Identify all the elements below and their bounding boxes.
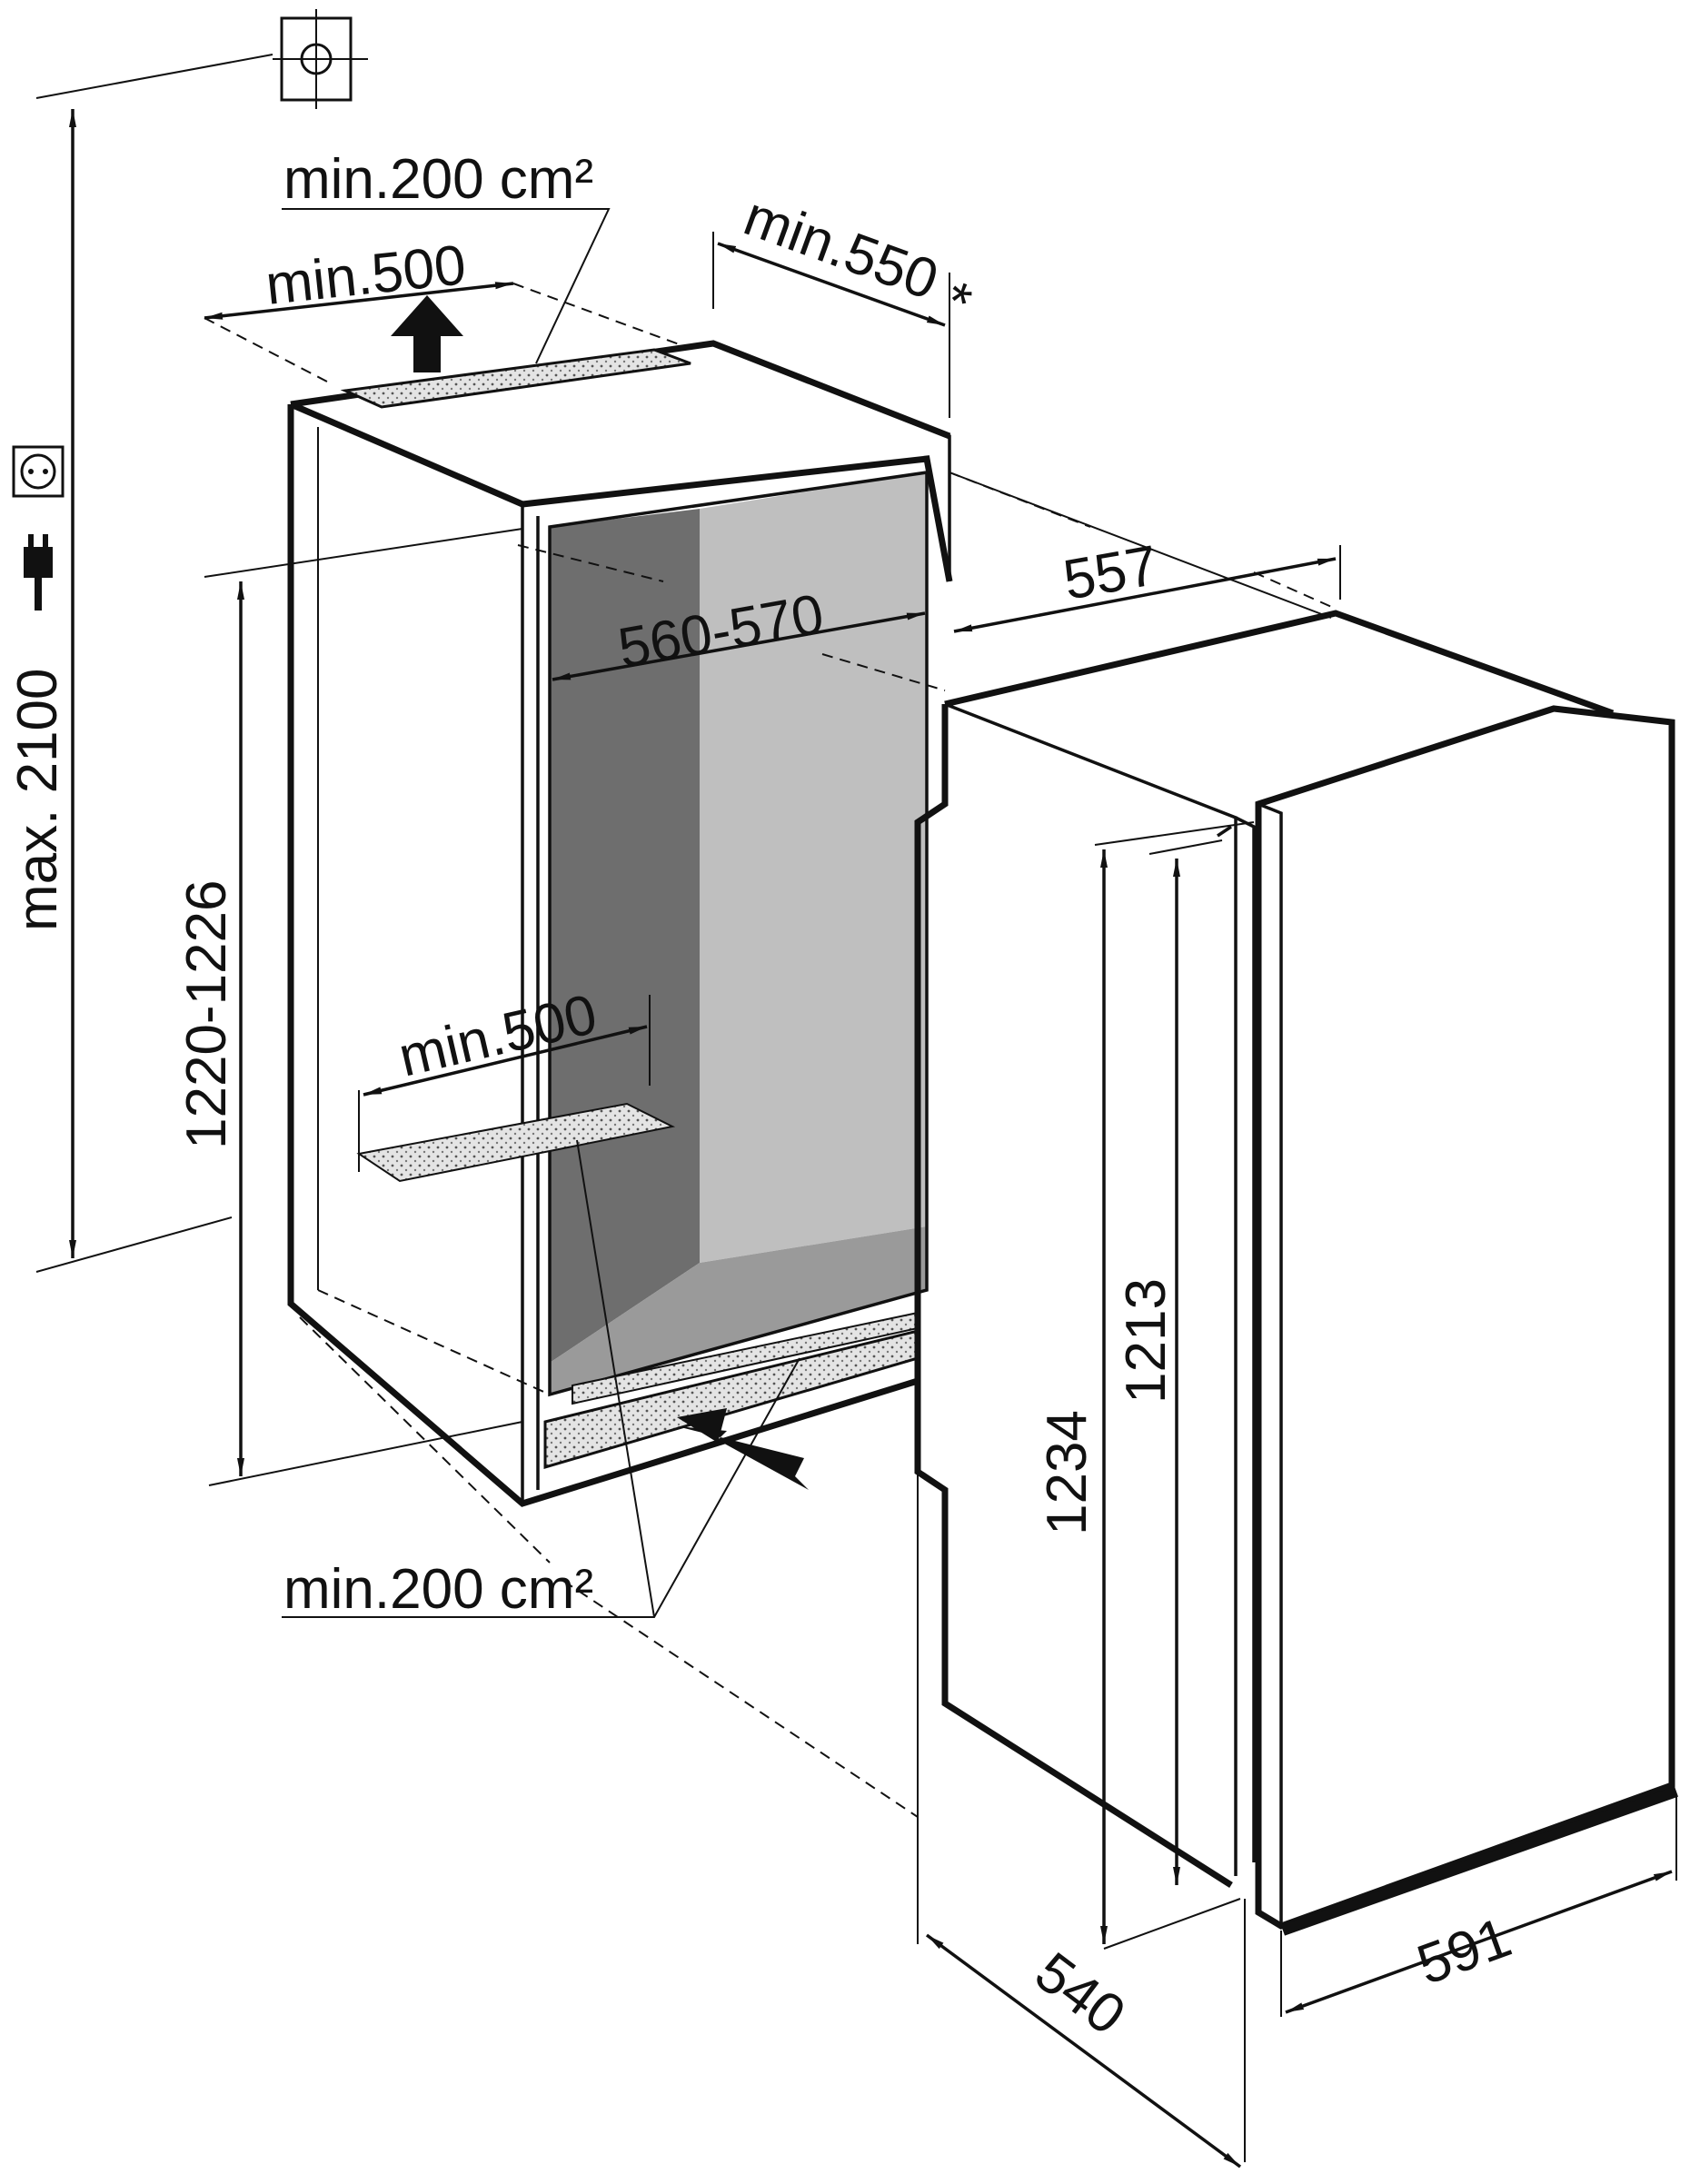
airflow-in-arrow-icon bbox=[677, 1408, 809, 1490]
appliance-body-height-label: 1213 bbox=[1115, 1278, 1178, 1404]
niche-height-label: 1220-1226 bbox=[175, 880, 238, 1150]
appliance-depth-label: 540 bbox=[1024, 1941, 1137, 2047]
max-height-label: max. 2100 bbox=[6, 668, 69, 931]
niche-depth-note: * bbox=[938, 270, 979, 336]
water-connection-icon bbox=[273, 9, 368, 109]
niche-depth-label: min.550 bbox=[736, 184, 946, 312]
niche-side-wall bbox=[550, 509, 700, 1363]
door-width-label: 591 bbox=[1409, 1906, 1519, 1997]
floor-vent-grille bbox=[356, 1102, 676, 1183]
appliance-width-label: 557 bbox=[1059, 534, 1162, 612]
top-clearance-label: min.500 bbox=[263, 233, 469, 317]
dimension-lines bbox=[35, 54, 1677, 2169]
top-vent-grille bbox=[340, 348, 691, 409]
bottom-vent-area-label: min.200 cm² bbox=[283, 1558, 593, 1621]
airflow-out-arrow-icon bbox=[391, 295, 463, 372]
socket-icon bbox=[12, 445, 65, 498]
plug-icon bbox=[24, 534, 53, 611]
appliance bbox=[914, 610, 1678, 1936]
appliance-total-height-label: 1234 bbox=[1036, 1410, 1098, 1535]
niche-depth-dimension: min.550 * bbox=[736, 184, 979, 336]
niche-floor bbox=[550, 1226, 927, 1395]
top-vent-area-label: min.200 cm² bbox=[283, 148, 593, 211]
